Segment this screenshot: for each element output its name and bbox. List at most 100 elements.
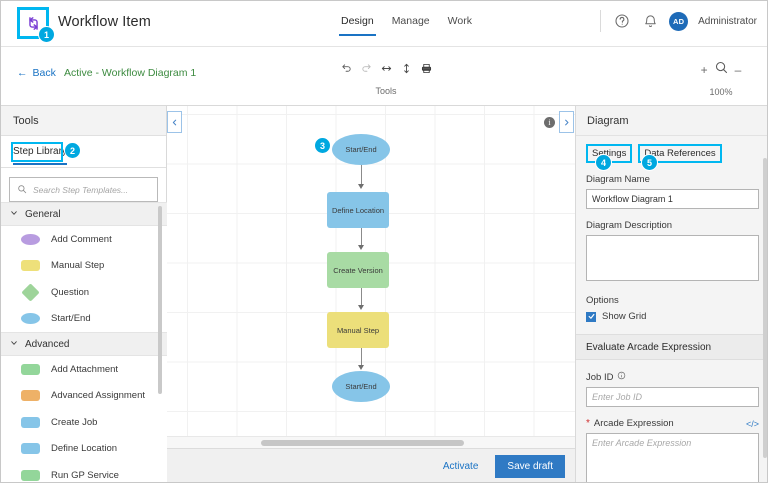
list-item[interactable]: Add Comment	[1, 226, 167, 253]
save-draft-button[interactable]: Save draft	[495, 455, 565, 478]
step-label: Start/End	[51, 313, 91, 325]
list-item[interactable]: Question	[1, 279, 167, 306]
left-panel-tabbar: Step Library 2	[1, 136, 166, 168]
flow-node-start-end-bottom[interactable]: Start/End	[332, 371, 390, 402]
list-item[interactable]: Create Job	[1, 409, 167, 436]
magnifier-icon[interactable]	[714, 60, 729, 80]
step-swatch-question	[21, 283, 40, 302]
arrow-left-icon: ←	[17, 67, 28, 79]
tab-work[interactable]: Work	[447, 15, 472, 27]
divider	[600, 10, 602, 32]
diagram-description-textarea[interactable]	[586, 235, 759, 281]
section-evaluate-arcade-expression: Evaluate Arcade Expression	[576, 334, 767, 360]
left-tools-panel: Tools Step Library 2 General	[1, 106, 167, 482]
step-label: Add Attachment	[51, 363, 119, 375]
scrollbar-thumb[interactable]	[261, 440, 464, 446]
step-swatch-define-location	[21, 443, 40, 455]
align-vertical-icon[interactable]	[401, 61, 412, 79]
list-item[interactable]: Run GP Service	[1, 462, 167, 482]
callout-badge-5: 5	[642, 155, 657, 170]
group-header-advanced[interactable]: Advanced	[1, 332, 167, 356]
diagram-description-label: Diagram Description	[586, 220, 673, 231]
zoom-level-label: 100%	[709, 87, 733, 97]
print-icon[interactable]	[421, 61, 432, 79]
account-area: AD Administrator	[600, 10, 761, 32]
align-horizontal-icon[interactable]	[381, 61, 392, 79]
list-item[interactable]: Add Attachment	[1, 356, 167, 383]
bell-icon[interactable]	[641, 12, 659, 30]
flow-node-define-location[interactable]: Define Location	[327, 192, 389, 228]
flow-node-create-version[interactable]: Create Version	[327, 252, 389, 288]
expand-right-panel-button[interactable]	[559, 111, 574, 133]
step-swatch-start-end	[21, 313, 40, 325]
list-item[interactable]: Manual Step	[1, 252, 167, 279]
connector-arrow	[357, 305, 364, 310]
top-header-bar: Workflow Item Design Manage Work	[1, 1, 767, 47]
diagram-name-input[interactable]	[586, 189, 759, 209]
job-id-label-row: Job ID	[586, 371, 759, 383]
group-label: Advanced	[25, 338, 70, 350]
canvas-horizontal-scrollbar[interactable]	[167, 436, 575, 448]
step-label: Add Comment	[51, 233, 112, 245]
right-panel-tabbar: Settings Data References 4 5	[576, 136, 767, 170]
arcade-expression-label: Arcade Expression	[593, 418, 674, 429]
step-library-list[interactable]: General Add Comment Manual Step Question…	[1, 202, 167, 482]
callout-badge-1: 1	[39, 27, 54, 42]
tab-design[interactable]: Design	[339, 15, 376, 36]
tab-step-library[interactable]: Step Library	[13, 138, 67, 165]
account-name: Administrator	[698, 15, 757, 27]
step-swatch-advanced-assignment	[21, 390, 40, 402]
info-icon[interactable]	[617, 371, 626, 383]
step-label: Advanced Assignment	[51, 390, 146, 402]
info-icon[interactable]: i	[544, 117, 555, 128]
left-panel-title: Tools	[1, 106, 166, 136]
list-item[interactable]: Define Location	[1, 435, 167, 462]
search-step-templates-box[interactable]	[9, 177, 158, 202]
right-properties-panel: Diagram Settings Data References 4 5 Dia…	[575, 106, 767, 482]
right-panel-scrollbar[interactable]	[763, 158, 767, 458]
help-circle-icon[interactable]	[613, 12, 631, 30]
chevron-down-icon	[10, 339, 18, 350]
job-id-input[interactable]	[586, 387, 759, 407]
page-title: Workflow Item	[58, 14, 151, 30]
sub-toolbar	[1, 47, 767, 106]
undo-icon[interactable]	[341, 61, 352, 79]
step-swatch-manual-step	[21, 260, 40, 272]
zoom-in-button[interactable]: +	[700, 63, 708, 77]
arcade-expression-textarea[interactable]	[586, 433, 759, 482]
list-item[interactable]: Start/End	[1, 305, 167, 332]
callout-badge-2: 2	[65, 143, 80, 158]
flow-node-manual-step[interactable]: Manual Step	[327, 312, 389, 348]
group-header-general[interactable]: General	[1, 202, 167, 226]
show-grid-checkbox[interactable]	[586, 311, 596, 322]
tools-label: Tools	[375, 86, 397, 96]
back-button[interactable]: ← Back	[17, 67, 56, 79]
right-panel-title: Diagram	[576, 106, 767, 136]
tab-manage[interactable]: Manage	[391, 15, 430, 27]
flow-node-start-end-top[interactable]: Start/End	[332, 134, 390, 165]
collapse-left-panel-button[interactable]	[167, 111, 182, 133]
tab-data-references[interactable]: Data References	[638, 144, 722, 163]
redo-icon[interactable]	[361, 61, 372, 79]
check-icon	[588, 313, 594, 319]
step-library-scrollbar[interactable]	[158, 206, 162, 394]
activate-button[interactable]: Activate	[442, 461, 479, 472]
diagram-name-label: Diagram Name	[586, 174, 650, 185]
zoom-out-button[interactable]: –	[734, 63, 742, 77]
chevron-left-icon	[172, 119, 177, 125]
list-item[interactable]: Advanced Assignment	[1, 382, 167, 409]
code-icon[interactable]: </>	[745, 418, 759, 429]
right-panel-body: Diagram Name Diagram Description Options…	[576, 174, 767, 482]
avatar[interactable]: AD	[669, 11, 689, 31]
step-swatch-add-comment	[21, 233, 40, 245]
chevron-down-icon	[10, 209, 18, 220]
arcade-expression-label-row: * Arcade Expression </>	[586, 418, 759, 429]
step-swatch-create-job	[21, 416, 40, 428]
search-input[interactable]	[33, 184, 150, 195]
show-grid-checkbox-row[interactable]: Show Grid	[586, 311, 759, 322]
main-nav-tabs: Design Manage Work	[339, 15, 472, 36]
flow-diagram: Start/End Define Location Create Version…	[167, 106, 575, 446]
diagram-canvas[interactable]: i Start/End Define Location Create Versi…	[167, 106, 575, 482]
step-swatch-add-attachment	[21, 363, 40, 375]
